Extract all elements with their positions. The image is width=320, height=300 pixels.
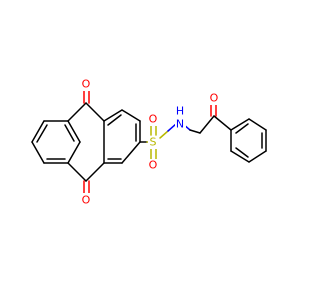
anthraquinone-central-ring [67,102,105,182]
atom-o-ketone: O [209,92,220,105]
atom-label-o-sulfonyl-lower: O [149,159,158,172]
atom-o-carbonyl-top: O [81,78,92,91]
phenyl-ring [230,118,267,163]
anthraquinone-left-ring [31,120,81,164]
methylene-ketone-chain [182,99,232,134]
atom-label-h: H [176,105,184,118]
atom-label-o-sulfonyl-upper: O [149,113,158,126]
atom-o-sulfonyl-lower: O [148,159,159,172]
molecule-structure-diagram: O O S O O H N O [31,78,267,207]
atom-label-s: S [150,136,157,149]
atom-nh-amide: H N [175,105,186,131]
atom-s-sulfonyl: S [148,136,159,149]
atom-o-carbonyl-bottom: O [81,193,92,207]
atom-label-o-bottom: O [82,194,91,207]
anthraquinone-right-ring [103,109,141,164]
atom-label-o-ketone: O [210,92,219,105]
atom-label-o-top: O [82,78,91,91]
atom-o-sulfonyl-upper: O [148,113,159,126]
atom-label-n: N [176,118,184,131]
